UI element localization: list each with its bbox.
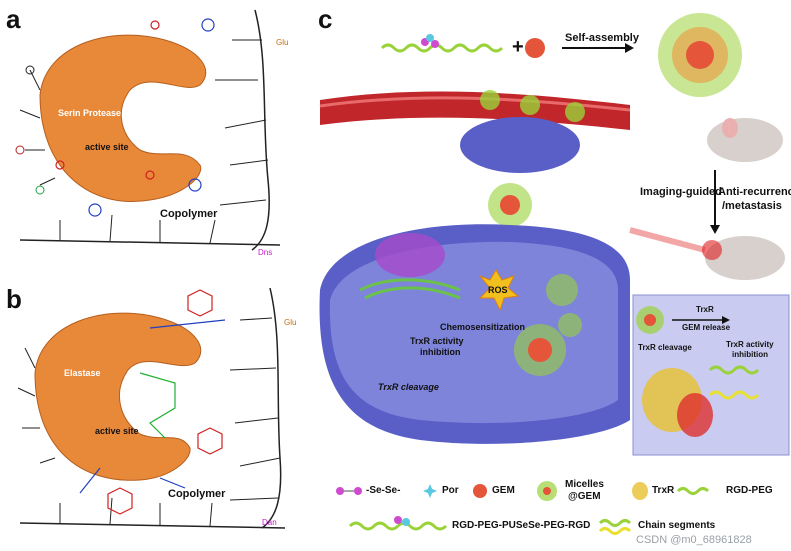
- legend-chain-segments: Chain segments: [638, 520, 716, 531]
- legend-sese: -Se-Se-: [366, 485, 401, 496]
- panel-c-figure: [319, 13, 790, 535]
- legend-rgd-peg: RGD-PEG: [726, 485, 773, 496]
- plus-sign: +: [512, 36, 524, 58]
- imaging-guided-label: Imaging-guided: [640, 186, 722, 198]
- chemosensitization-label: Chemosensitization: [440, 322, 526, 332]
- trxr-inhibition-label-2: inhibition: [420, 347, 461, 357]
- legend-trxr: TrxR: [652, 485, 675, 496]
- inset-trxr-cleavage-label: TrxR cleavage: [638, 343, 692, 352]
- glu-label-a: Glu: [276, 38, 289, 47]
- dan-label-b: Dan: [262, 518, 277, 527]
- copolymer-label-b: Copolymer: [168, 488, 226, 500]
- legend-copolymer: RGD-PEG-PUSeSe-PEG-RGD: [452, 520, 591, 531]
- legend-micelles-1: Micelles: [565, 479, 604, 490]
- panel-b-letter: b: [6, 284, 22, 314]
- elastase-label: Elastase: [64, 368, 101, 378]
- trxr-inhibition-label-1: TrxR activity: [410, 336, 464, 346]
- inset-trxr-activity-label-2: inhibition: [732, 350, 768, 359]
- legend-gem: GEM: [492, 485, 515, 496]
- panel-b-figure: [17, 287, 286, 529]
- watermark: CSDN @m0_68961828: [636, 534, 752, 546]
- copolymer-label-a: Copolymer: [160, 208, 218, 220]
- glu-label-b: Glu: [284, 318, 297, 327]
- legend-micelles-2: @GEM: [568, 491, 601, 502]
- ros-label: ROS: [488, 285, 508, 295]
- panel-a-letter: a: [6, 4, 21, 34]
- inset-gem-release-label: GEM release: [682, 323, 731, 332]
- active-site-label-b: active site: [95, 426, 139, 436]
- serin-protease-label: Serin Protease: [58, 108, 122, 118]
- metastasis-label: /metastasis: [722, 200, 782, 212]
- inset-trxr-label: TrxR: [696, 305, 714, 314]
- panel-a-figure: [15, 9, 281, 251]
- trxr-cleavage-label: TrxR cleavage: [378, 382, 439, 392]
- panel-c-letter: c: [318, 4, 333, 34]
- legend-por: Por: [442, 485, 459, 496]
- anti-recurrence-label: Anti-recurrence: [718, 186, 791, 198]
- self-assembly-label: Self-assembly: [565, 32, 639, 44]
- dns-label-a: Dns: [258, 248, 273, 257]
- active-site-label-a: active site: [85, 142, 129, 152]
- inset-trxr-activity-label-1: TrxR activity: [726, 340, 774, 349]
